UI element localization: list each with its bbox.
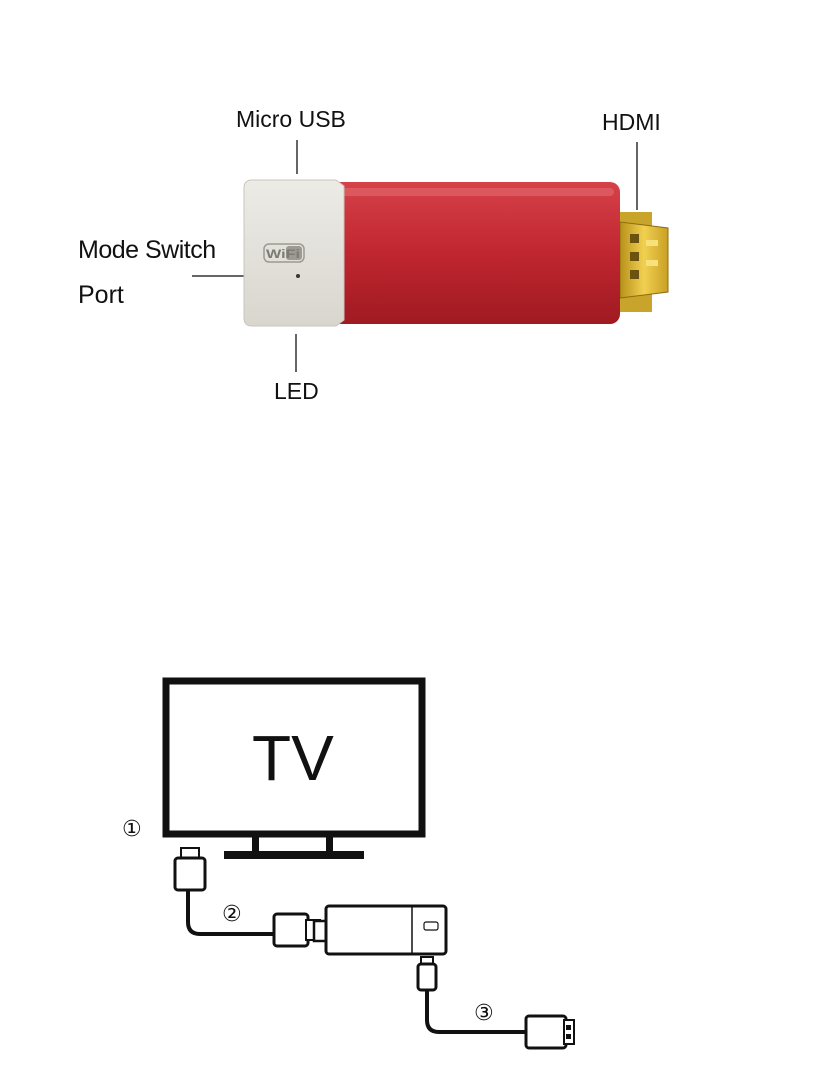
dongle-outline xyxy=(314,906,446,954)
step-2-marker: ② xyxy=(222,902,242,927)
micro-usb-plug xyxy=(418,957,436,990)
port-label: Port xyxy=(78,281,124,310)
wifi-logo: WiFi xyxy=(264,244,304,262)
wifi-logo-text: WiFi xyxy=(266,247,300,261)
led-label: LED xyxy=(274,378,319,405)
hdmi-label: HDMI xyxy=(602,109,661,136)
micro-usb-label: Micro USB xyxy=(236,106,346,133)
step-1-marker: ① xyxy=(122,817,142,842)
step-3-marker: ③ xyxy=(474,1001,494,1026)
mode-switch-label: Mode Switch xyxy=(78,236,216,265)
dongle-red-body xyxy=(330,182,620,324)
mode-switch-port-hole xyxy=(296,274,300,278)
tv-stand-base xyxy=(224,851,364,859)
tv-label: TV xyxy=(252,722,334,794)
hdmi-plug xyxy=(612,212,668,312)
usb-a-plug xyxy=(526,1016,574,1048)
hdmi-cable-tv-end xyxy=(175,848,205,890)
